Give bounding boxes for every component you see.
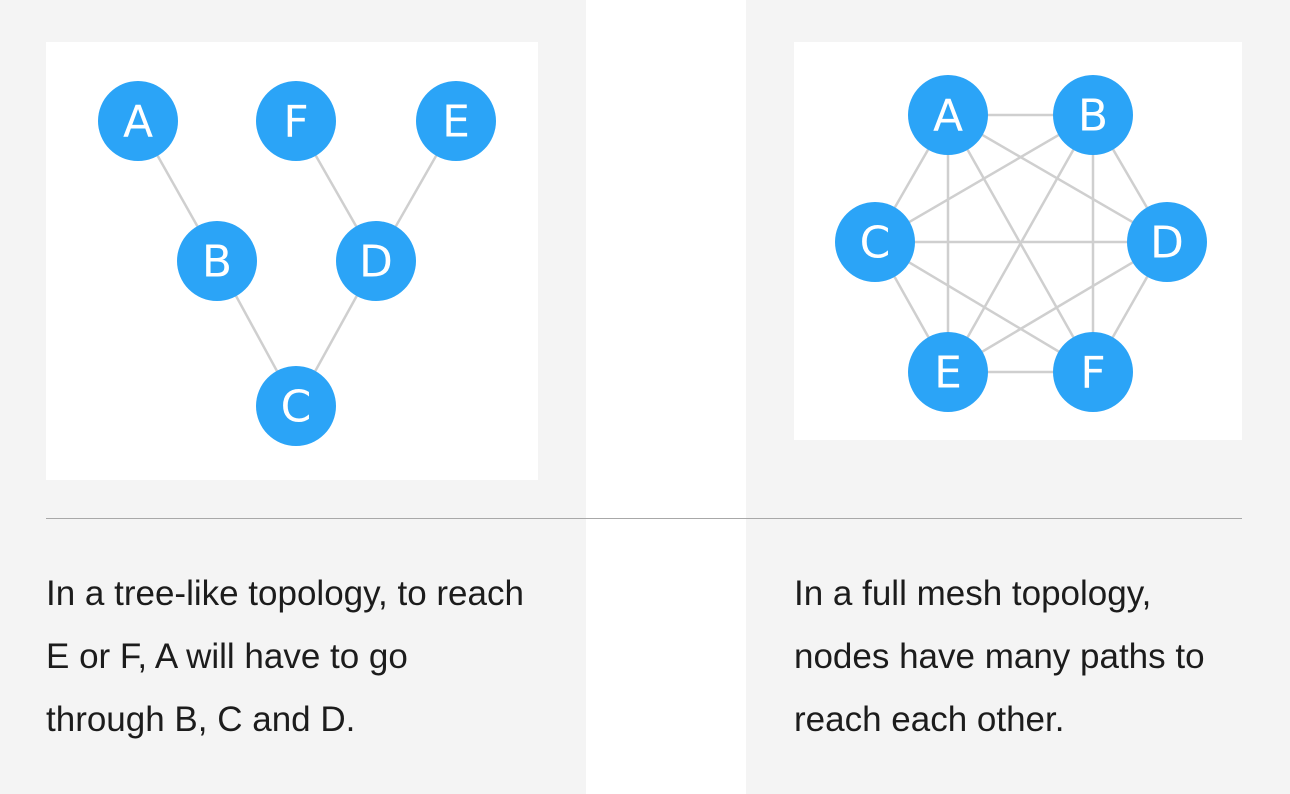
mesh-node-b: B <box>1053 75 1133 155</box>
mesh-topology-diagram: A B C D E F <box>794 42 1242 440</box>
mesh-edge-b-c <box>874 113 1094 244</box>
mesh-caption: In a full mesh topology, nodes have many… <box>794 562 1264 751</box>
mesh-topology-graph: A B C D E F <box>835 75 1207 412</box>
node-circle <box>1053 75 1133 155</box>
tree-node-f: F <box>256 81 336 161</box>
node-circle <box>256 366 336 446</box>
tree-topology-graph: A F E B D C <box>98 81 496 446</box>
mesh-caption-line: reach each other. <box>794 700 1065 739</box>
tree-caption: In a tree-like topology, to reach E or F… <box>46 562 566 751</box>
node-label: C <box>281 382 312 433</box>
mesh-node-e: E <box>908 332 988 412</box>
node-label: D <box>1150 218 1184 269</box>
node-circle <box>98 81 178 161</box>
node-label: C <box>860 218 891 269</box>
mesh-node-f: F <box>1053 332 1133 412</box>
node-circle <box>256 81 336 161</box>
node-circle <box>1127 202 1207 282</box>
node-circle <box>1053 332 1133 412</box>
tree-node-d: D <box>336 221 416 301</box>
mesh-node-c: C <box>835 202 915 282</box>
node-circle <box>835 202 915 282</box>
mesh-caption-line: nodes have many paths to <box>794 637 1205 676</box>
tree-caption-line: E or F, A will have to go <box>46 637 408 676</box>
mesh-edge-b-e <box>946 114 1095 373</box>
node-label: A <box>933 91 963 142</box>
node-circle <box>908 332 988 412</box>
tree-node-a: A <box>98 81 178 161</box>
mesh-edge-c-f <box>874 240 1094 374</box>
node-circle <box>336 221 416 301</box>
node-label: E <box>442 97 470 148</box>
tree-node-c: C <box>256 366 336 446</box>
node-label: F <box>1080 348 1105 399</box>
tree-node-e: E <box>416 81 496 161</box>
mesh-edge-d-e <box>947 240 1168 374</box>
node-label: A <box>123 97 153 148</box>
node-circle <box>908 75 988 155</box>
node-label: B <box>202 237 232 288</box>
node-label: E <box>934 348 962 399</box>
tree-caption-line: In a tree-like topology, to reach <box>46 574 524 613</box>
tree-caption-line: through B, C and D. <box>46 700 356 739</box>
tree-node-b: B <box>177 221 257 301</box>
tree-topology-diagram: A F E B D C <box>46 42 538 480</box>
node-label: B <box>1078 91 1108 142</box>
mesh-node-a: A <box>908 75 988 155</box>
divider <box>46 518 1242 519</box>
node-label: F <box>283 97 308 148</box>
mesh-node-d: D <box>1127 202 1207 282</box>
node-circle <box>177 221 257 301</box>
node-label: D <box>359 237 393 288</box>
node-circle <box>416 81 496 161</box>
mesh-caption-line: In a full mesh topology, <box>794 574 1152 613</box>
